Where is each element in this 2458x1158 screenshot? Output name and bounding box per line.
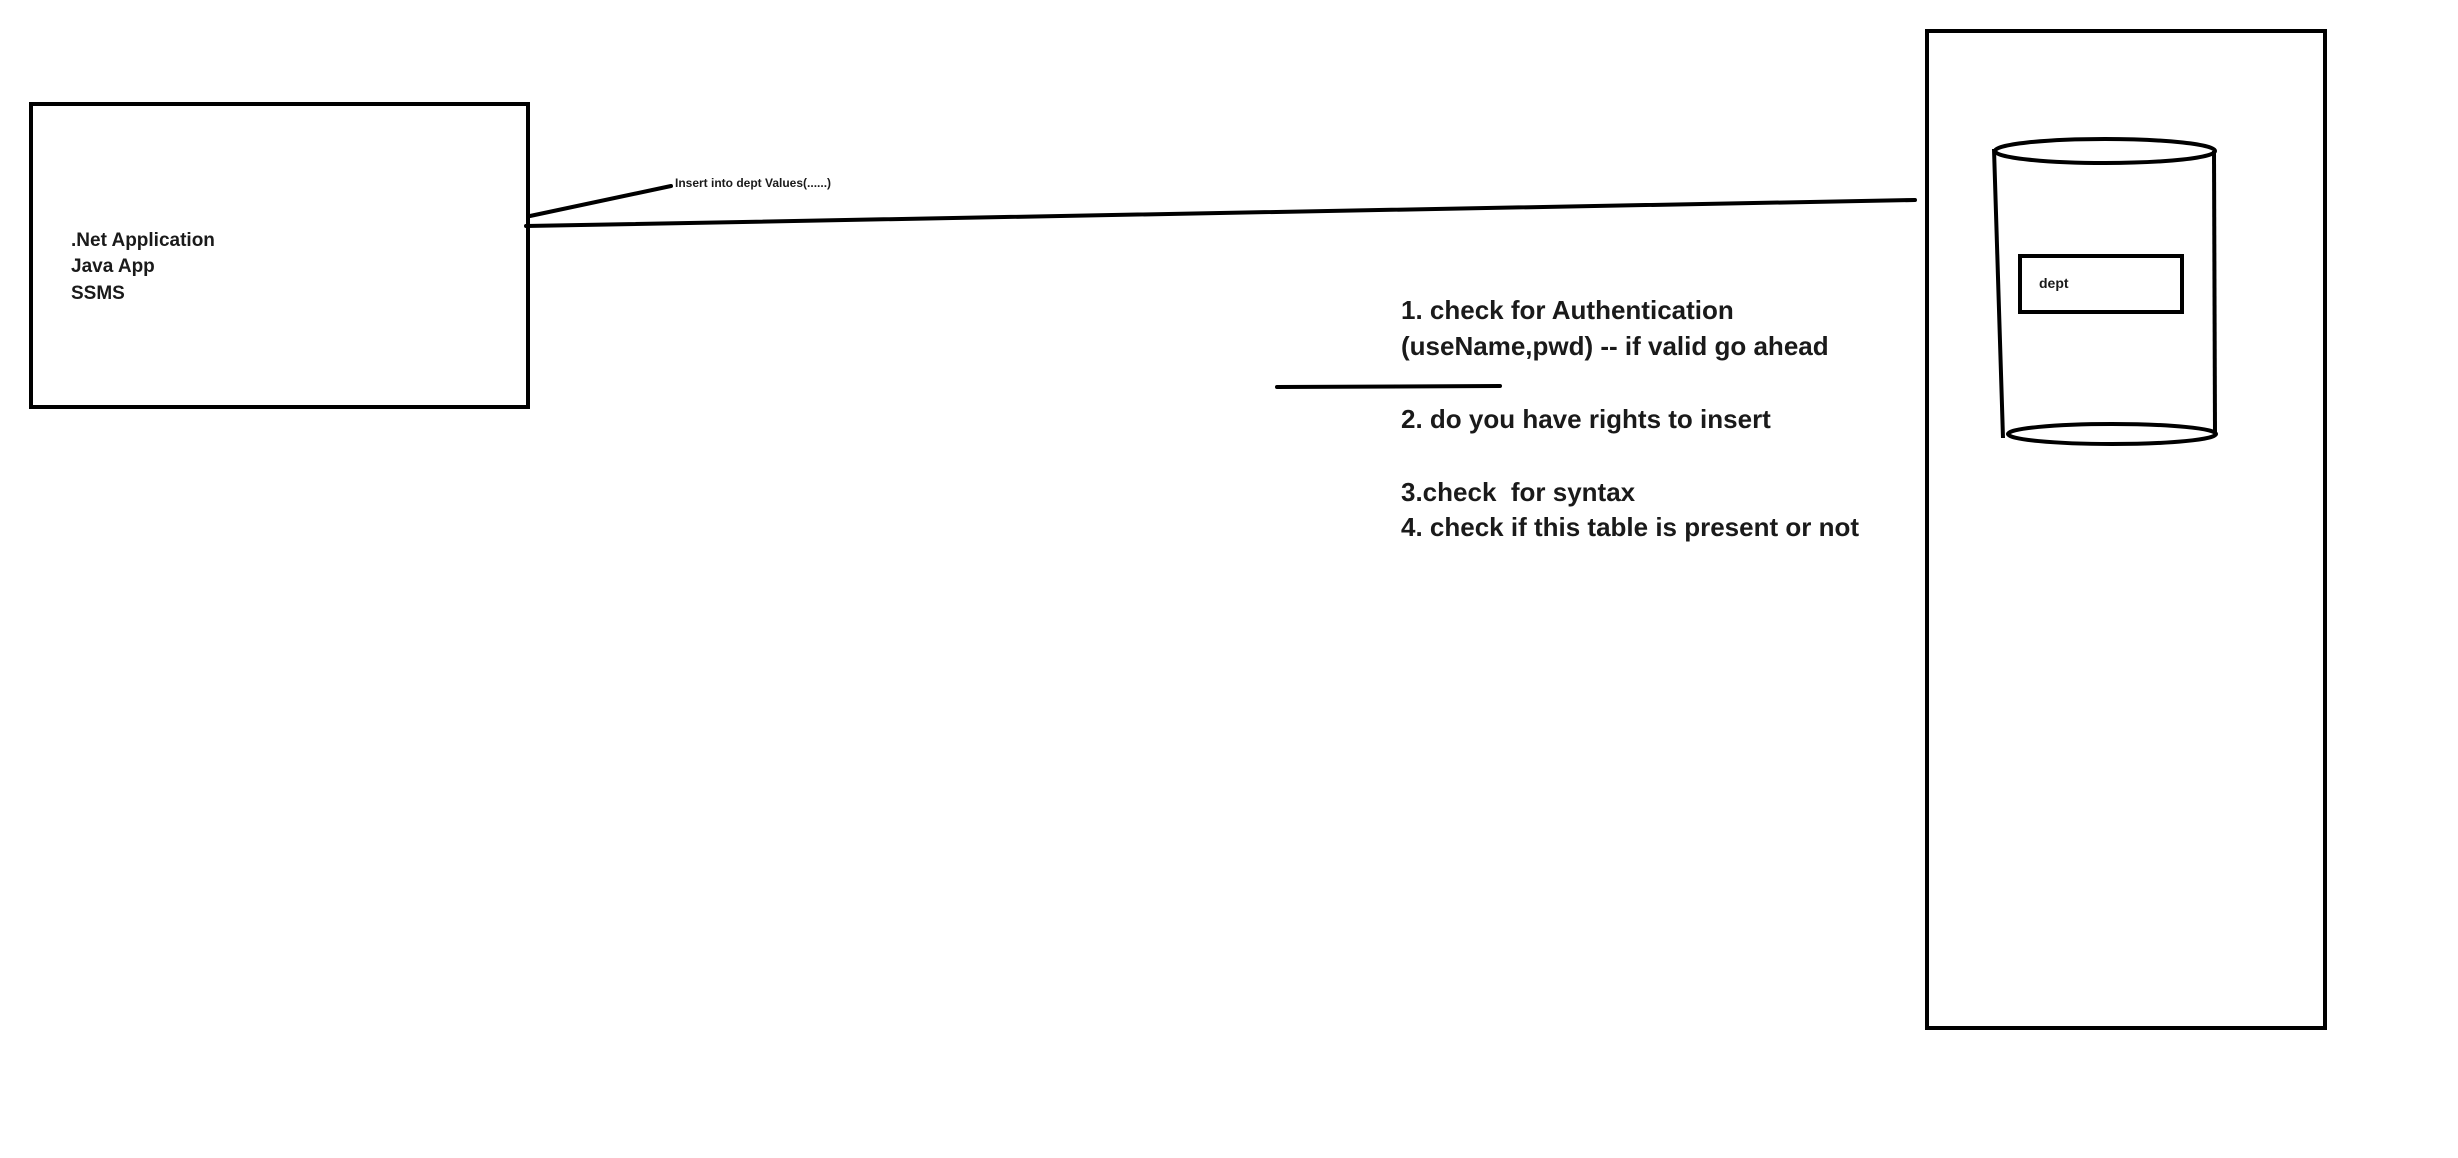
step-separator-line (1275, 384, 1502, 389)
step-2-rights: 2. do you have rights to insert (1401, 404, 1771, 434)
server-box (1925, 29, 2327, 1030)
client-label-java: Java App (71, 256, 155, 277)
dept-table-box (2018, 254, 2184, 314)
step-4-table-check: 4. check if this table is present or not (1401, 512, 1860, 542)
dept-table-label: dept (2039, 275, 2069, 291)
query-pointer-line (528, 184, 673, 218)
step-1-authentication: 1. check for Authentication (1401, 295, 1734, 325)
client-label-ssms: SSMS (71, 283, 125, 304)
connection-line (524, 198, 1917, 228)
step-1-detail: (useName,pwd) -- if valid go ahead (1401, 331, 1829, 361)
step-3-syntax: 3.check for syntax (1401, 477, 1636, 507)
client-label-dotnet: .Net Application (71, 230, 215, 251)
client-box (29, 102, 530, 409)
database-cylinder-icon (1992, 137, 2218, 446)
query-label: Insert into dept Values(......) (675, 176, 832, 190)
